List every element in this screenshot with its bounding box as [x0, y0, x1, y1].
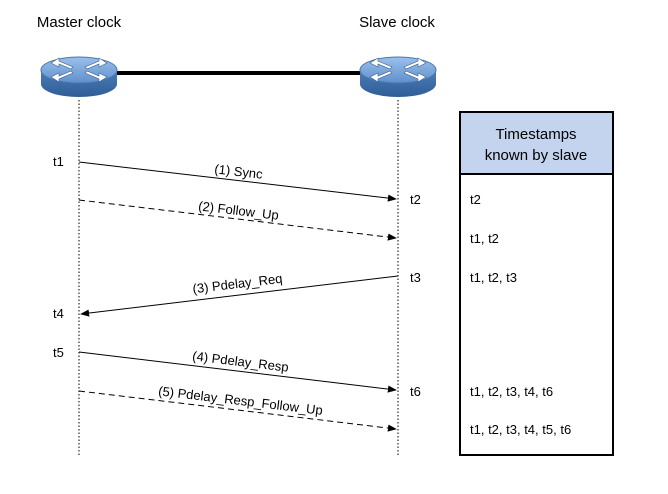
master-clock-label: Master clock	[37, 14, 122, 31]
pdelay-resp-follow-up-arrow	[78, 390, 397, 432]
slave-router-icon	[359, 56, 437, 97]
master-time-t5: t5	[53, 345, 64, 360]
timestamp-row: t1, t2	[470, 231, 499, 246]
master-time-t4: t4	[53, 306, 64, 321]
timestamp-row: t1, t2, t3, t4, t6	[470, 384, 553, 399]
slave-time-t3: t3	[410, 270, 421, 285]
follow-up-arrow	[78, 199, 397, 241]
pdelay-req-arrow	[80, 275, 399, 317]
slave-time-t2: t2	[410, 192, 421, 207]
pdelay-resp-follow-up-label: (5) Pdelay_Resp_Follow_Up	[157, 383, 323, 417]
slave-time-t6: t6	[410, 384, 421, 399]
timestamps-box: Timestamps known by slave t2 t1, t2 t1, …	[459, 111, 614, 456]
pdelay-req-label: (3) Pdelay_Req	[192, 271, 283, 297]
timestamps-title-line2: known by slave	[485, 147, 588, 164]
timestamp-row: t2	[470, 192, 481, 207]
slave-clock-label: Slave clock	[359, 14, 435, 31]
timestamp-row: t1, t2, t3, t4, t5, t6	[470, 422, 571, 437]
master-time-t1: t1	[53, 154, 64, 169]
timestamp-row: t1, t2, t3	[470, 270, 517, 285]
timestamps-title-line1: Timestamps	[495, 126, 576, 143]
master-router-icon	[40, 56, 118, 97]
sync-arrow	[78, 161, 397, 202]
pdelay-resp-arrow	[78, 351, 397, 393]
timestamps-box-header	[461, 113, 612, 173]
pdelay-resp-label: (4) Pdelay_Resp	[192, 348, 290, 374]
sync-label: (1) Sync	[214, 161, 264, 182]
